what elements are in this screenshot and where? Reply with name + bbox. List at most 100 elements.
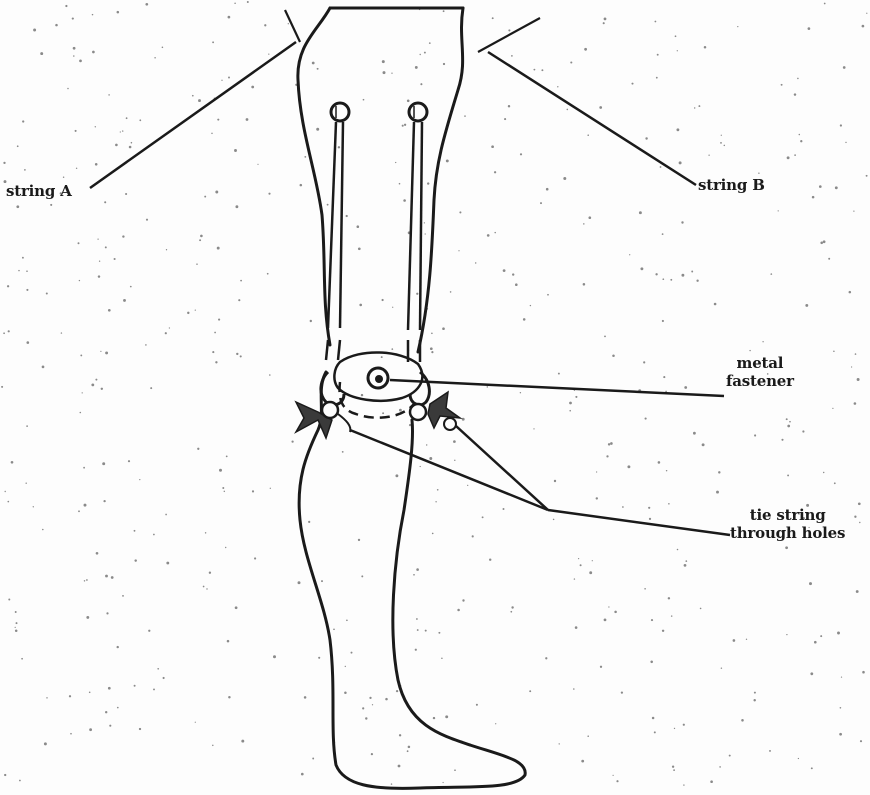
speckle-dot	[649, 518, 651, 520]
speckle-dot	[583, 283, 586, 286]
speckle-dot	[251, 86, 254, 89]
speckle-dot	[520, 392, 521, 393]
label-string-a: string A	[6, 182, 72, 200]
eyelet-right	[409, 103, 427, 121]
speckle-dot	[123, 299, 126, 302]
speckle-dot	[489, 558, 491, 560]
speckle-dot	[19, 780, 21, 782]
speckle-dot	[268, 193, 270, 195]
speckle-dot	[835, 186, 838, 189]
speckle-dot	[587, 134, 589, 136]
speckle-dot	[574, 578, 575, 579]
speckle-dot	[778, 210, 779, 211]
speckle-dot	[495, 723, 496, 724]
speckle-dot	[487, 386, 489, 388]
speckle-dot	[321, 580, 323, 582]
speckle-dot	[714, 303, 717, 306]
speckle-dot	[316, 128, 319, 131]
speckle-dot	[392, 307, 393, 308]
speckle-dot	[608, 443, 610, 445]
speckle-dot	[810, 672, 813, 675]
speckle-dot	[67, 88, 69, 90]
speckle-dot	[533, 428, 534, 429]
speckle-dot	[668, 597, 670, 599]
speckle-dot	[134, 685, 136, 687]
speckle-dot	[3, 162, 5, 164]
speckle-dot	[596, 471, 597, 472]
speckle-dot	[139, 728, 141, 730]
speckle-dot	[227, 640, 230, 643]
speckle-dot	[129, 146, 132, 149]
speckle-dot	[729, 755, 731, 757]
speckle-dot	[169, 327, 170, 328]
speckle-dot	[840, 124, 842, 126]
speckle-dot	[104, 201, 106, 203]
speckle-dot	[363, 99, 365, 101]
speckle-dot	[205, 532, 206, 533]
speckle-dot	[616, 780, 618, 782]
speckle-dot	[391, 783, 392, 784]
speckle-dot	[382, 60, 385, 63]
speckle-dot	[510, 611, 512, 613]
speckle-dot	[195, 309, 196, 310]
speckle-dot	[523, 318, 526, 321]
speckle-dot	[235, 606, 238, 609]
label-tie-string: tie string through holes	[730, 506, 845, 542]
speckle-dot	[685, 560, 687, 562]
speckle-dot	[403, 199, 406, 202]
speckle-dot	[859, 522, 860, 523]
speckle-dot	[719, 766, 721, 768]
speckle-dot	[214, 332, 216, 334]
speckle-dot	[130, 286, 132, 288]
speckle-dot	[226, 456, 228, 458]
speckle-dot	[662, 320, 664, 322]
speckle-dot	[312, 62, 315, 65]
speckle-dot	[805, 304, 808, 307]
speckle-dot	[798, 758, 799, 759]
speckle-dot	[369, 697, 371, 699]
speckle-dot	[92, 14, 94, 16]
speckle-dot	[640, 267, 643, 270]
speckle-dot	[558, 373, 560, 375]
speckle-dot	[148, 630, 150, 632]
speckle-dot	[424, 222, 425, 223]
speckle-dot	[11, 461, 14, 464]
speckle-dot	[76, 168, 77, 169]
speckle-dot	[97, 238, 98, 239]
speckle-dot	[425, 233, 426, 234]
speckle-dot	[16, 622, 18, 624]
speckle-dot	[753, 699, 755, 701]
strap-left-b	[340, 122, 343, 328]
speckle-dot	[362, 707, 364, 709]
speckle-dot	[95, 163, 98, 166]
speckle-dot	[257, 164, 258, 165]
speckle-dot	[741, 719, 744, 722]
speckle-dot	[18, 270, 19, 271]
speckle-dot	[399, 734, 401, 736]
pointer-string-a	[90, 42, 296, 188]
speckle-dot	[604, 18, 607, 21]
speckle-dot	[269, 374, 271, 376]
speckle-dot	[674, 728, 675, 729]
speckle-dot	[15, 627, 16, 628]
speckle-dot	[675, 35, 677, 37]
speckle-dot	[769, 750, 771, 752]
tie-hole-right	[410, 404, 426, 420]
string-a-top	[285, 10, 300, 42]
speckle-dot	[420, 83, 422, 85]
speckle-dot	[391, 348, 393, 350]
speckle-dot	[126, 117, 128, 119]
speckle-dot	[125, 193, 127, 195]
speckle-dot	[115, 144, 118, 147]
speckle-dot	[754, 692, 756, 694]
speckle-dot	[407, 750, 409, 752]
speckle-dot	[644, 588, 646, 590]
speckle-dot	[573, 688, 575, 690]
speckle-dot	[99, 261, 100, 262]
speckle-dot	[78, 510, 80, 512]
speckle-dot	[91, 383, 94, 386]
speckle-dot	[462, 599, 464, 601]
speckle-dot	[270, 488, 271, 489]
